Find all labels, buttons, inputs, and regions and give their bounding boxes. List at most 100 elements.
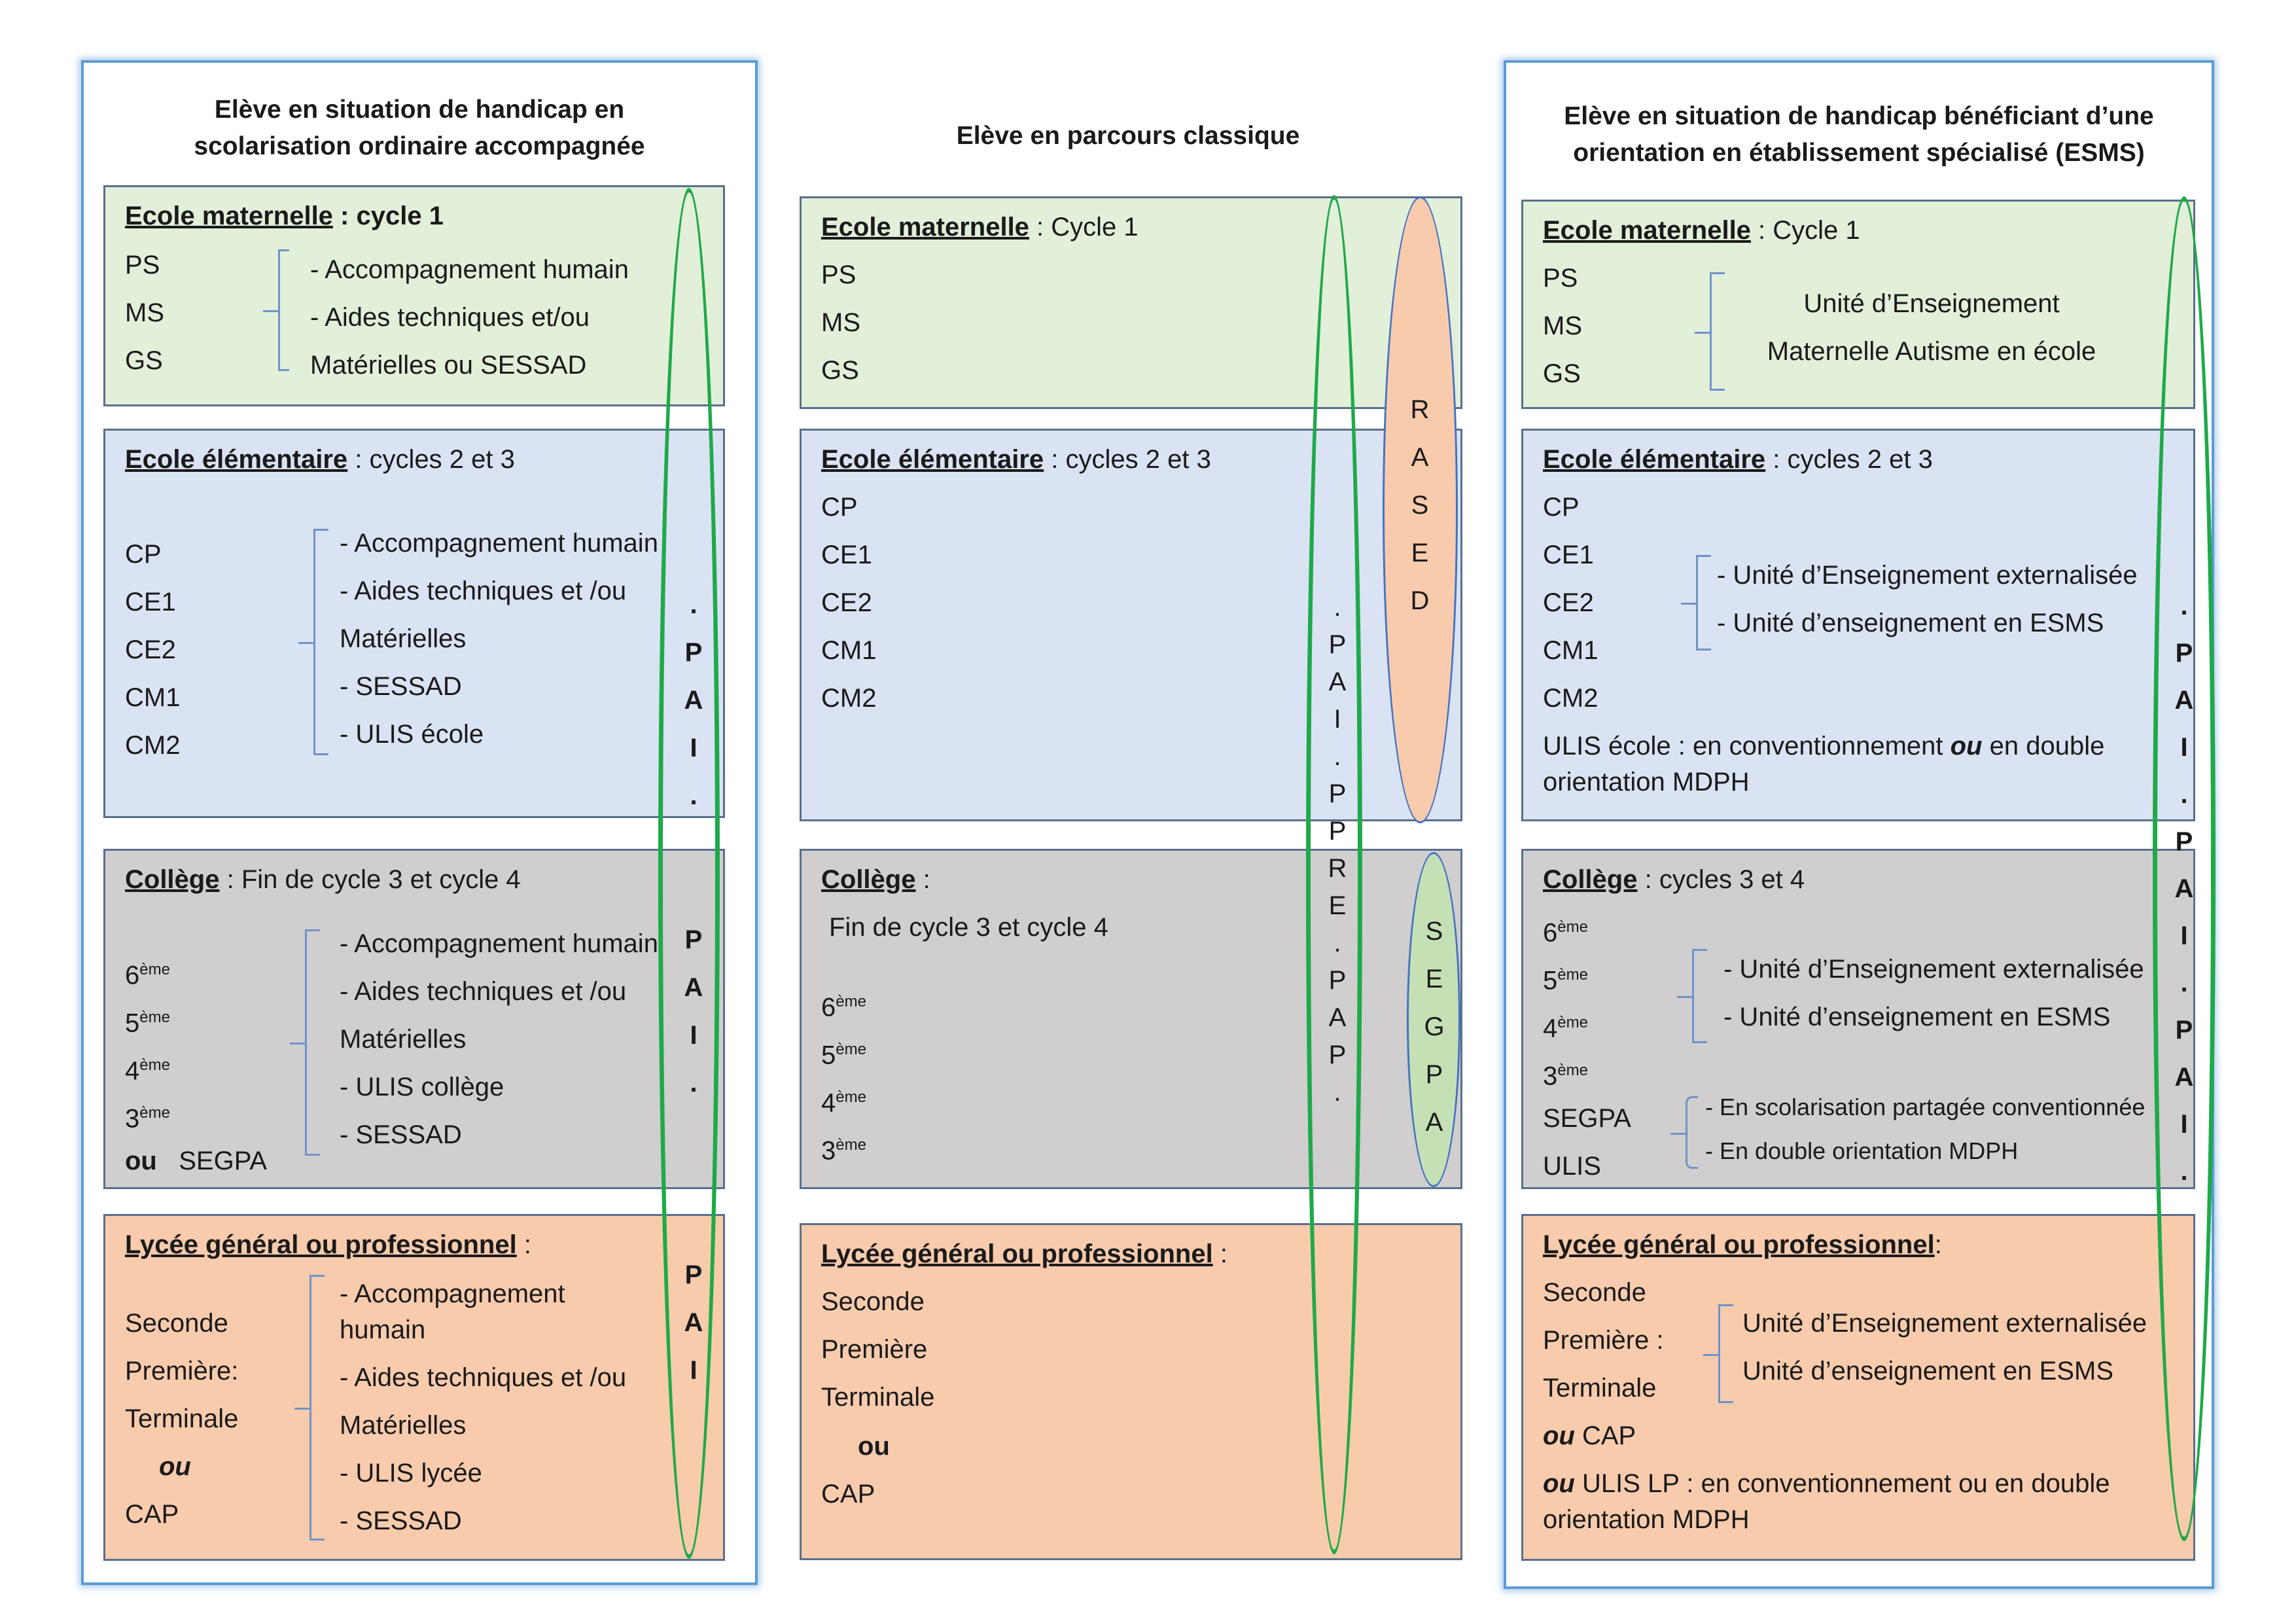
support-item: - Unité d’Enseignement externalisée bbox=[1723, 955, 2144, 984]
support-item: - SESSAD bbox=[340, 672, 462, 701]
support-item: Matérielles bbox=[340, 624, 467, 653]
middle-elementaire-box: Ecole élémentaire : cycles 2 et 3 CP CE1… bbox=[800, 429, 1462, 821]
class-label: ou bbox=[858, 1432, 890, 1461]
class-label: 5ème bbox=[125, 1008, 170, 1038]
class-label: Terminale bbox=[821, 1383, 935, 1412]
class-label: 4ème bbox=[125, 1056, 170, 1086]
support-item: - Unité d’enseignement en ESMS bbox=[1717, 609, 2104, 637]
class-label: Seconde bbox=[125, 1309, 228, 1338]
class-label: MS bbox=[125, 298, 164, 327]
left-lycee-box: Lycée général ou professionnel : Seconde… bbox=[103, 1214, 725, 1561]
ulis-ecole-text: ULIS école : en conventionnement ou en d… bbox=[1543, 732, 2105, 760]
class-label: CM1 bbox=[125, 683, 181, 712]
class-label: Seconde bbox=[1543, 1278, 1646, 1307]
right-lycee-heading: Lycée général ou professionnel: bbox=[1543, 1230, 1942, 1259]
brace-icon bbox=[290, 929, 320, 1156]
support-item: - Unité d’Enseignement externalisée bbox=[1717, 561, 2138, 590]
support-item: humain bbox=[340, 1315, 426, 1344]
class-label: GS bbox=[821, 356, 859, 385]
ulis-ecole-text-line2: orientation MDPH bbox=[1543, 768, 1750, 796]
support-item: Matérielles bbox=[340, 1411, 467, 1440]
class-label: Première : bbox=[1543, 1326, 1664, 1355]
middle-pai-ppre-pap-ellipse bbox=[1306, 195, 1362, 1554]
class-label: PS bbox=[1543, 264, 1578, 293]
class-label: CP bbox=[1543, 493, 1580, 522]
class-label: SEGPA bbox=[1543, 1104, 1631, 1133]
left-pai-ellipse bbox=[658, 188, 720, 1559]
left-college-box: Collège : Fin de cycle 3 et cycle 4 6ème… bbox=[103, 849, 725, 1189]
class-label: 6ème bbox=[821, 993, 866, 1022]
class-label: Terminale bbox=[125, 1404, 239, 1433]
class-label: PS bbox=[125, 251, 160, 279]
class-label: Seconde bbox=[821, 1287, 925, 1316]
support-item: - En scolarisation partagée conventionné… bbox=[1705, 1094, 2146, 1120]
class-label: GS bbox=[125, 346, 163, 375]
class-label: CE1 bbox=[1543, 541, 1594, 569]
brace-icon bbox=[1695, 272, 1725, 391]
support-item: - Accompagnement humain bbox=[340, 529, 658, 558]
brace-icon bbox=[1677, 949, 1707, 1043]
support-item: - Aides techniques et /ou bbox=[340, 977, 627, 1006]
middle-college-box: Collège : Fin de cycle 3 et cycle 4 6ème… bbox=[800, 849, 1462, 1189]
support-item: - Aides techniques et /ou bbox=[340, 1363, 627, 1392]
middle-maternelle-box: Ecole maternelle : Cycle 1 PS MS GS bbox=[800, 196, 1462, 409]
left-lycee-heading: Lycée général ou professionnel : bbox=[125, 1230, 531, 1259]
brace-icon bbox=[1681, 555, 1711, 651]
class-label: 3ème bbox=[821, 1136, 866, 1166]
class-label: 3ème bbox=[125, 1104, 170, 1133]
class-label: Première bbox=[821, 1335, 928, 1364]
class-label: 6ème bbox=[125, 961, 170, 990]
left-column: Elève en situation de handicap en scolar… bbox=[81, 60, 758, 1585]
class-label: GS bbox=[1543, 359, 1581, 388]
class-label: CM2 bbox=[125, 731, 181, 760]
right-maternelle-box: Ecole maternelle : Cycle 1 PS MS GS Unit… bbox=[1521, 200, 2195, 409]
class-label: CAP bbox=[125, 1500, 179, 1529]
class-label: CP bbox=[821, 493, 858, 522]
class-label: ou SEGPA bbox=[125, 1147, 268, 1175]
right-elementaire-box: Ecole élémentaire : cycles 2 et 3 CP CE1… bbox=[1521, 429, 2195, 821]
support-item: - ULIS école bbox=[340, 720, 484, 749]
right-column: Elève en situation de handicap bénéficia… bbox=[1504, 60, 2214, 1589]
left-elementaire-heading: Ecole élémentaire : cycles 2 et 3 bbox=[125, 445, 515, 474]
cap-text: ou CAP bbox=[1543, 1421, 1636, 1450]
class-label: 4ème bbox=[1543, 1014, 1588, 1043]
support-item: Maternelle Autisme en école bbox=[1767, 337, 2096, 366]
class-label: CM2 bbox=[821, 684, 877, 713]
class-label: Terminale bbox=[1543, 1374, 1657, 1402]
middle-college-heading: Collège : bbox=[821, 865, 930, 894]
support-item: Matérielles bbox=[340, 1025, 467, 1054]
support-item: - Accompagnement bbox=[340, 1279, 565, 1308]
middle-column-title: Elève en parcours classique bbox=[956, 122, 1300, 150]
ulis-lp-text-line2: orientation MDPH bbox=[1543, 1505, 1750, 1534]
support-item: - ULIS lycée bbox=[340, 1459, 482, 1488]
class-label: 5ème bbox=[821, 1041, 866, 1070]
middle-lycee-box: Lycée général ou professionnel : Seconde… bbox=[800, 1223, 1462, 1560]
class-label: ou bbox=[159, 1452, 191, 1481]
right-elementaire-heading: Ecole élémentaire : cycles 2 et 3 bbox=[1543, 445, 1933, 474]
class-label: 6ème bbox=[1543, 918, 1588, 948]
right-maternelle-heading: Ecole maternelle : Cycle 1 bbox=[1543, 216, 1860, 245]
middle-lycee-heading: Lycée général ou professionnel : bbox=[821, 1240, 1227, 1268]
right-lycee-box: Lycée général ou professionnel: Seconde … bbox=[1521, 1214, 2195, 1561]
class-label: CM1 bbox=[1543, 636, 1598, 665]
class-label: CE1 bbox=[125, 588, 176, 616]
left-column-title: Elève en situation de handicap en scolar… bbox=[194, 96, 645, 160]
class-label: CM2 bbox=[1543, 684, 1598, 713]
left-elementaire-box: Ecole élémentaire : cycles 2 et 3 CP CE1… bbox=[103, 429, 725, 818]
segpa-ellipse bbox=[1407, 852, 1460, 1187]
support-item: - ULIS collège bbox=[340, 1073, 504, 1101]
support-item: - Accompagnement humain bbox=[340, 929, 658, 958]
support-item: Unité d’Enseignement bbox=[1803, 289, 2060, 318]
support-item: - Accompagnement humain bbox=[310, 255, 629, 284]
cycle-label: Fin de cycle 3 et cycle 4 bbox=[829, 913, 1108, 942]
right-column-title: Elève en situation de handicap bénéficia… bbox=[1564, 102, 2154, 167]
support-item: - SESSAD bbox=[340, 1120, 462, 1149]
class-label: Première: bbox=[125, 1357, 239, 1385]
left-maternelle-heading: Ecole maternelle : cycle 1 bbox=[125, 202, 444, 230]
